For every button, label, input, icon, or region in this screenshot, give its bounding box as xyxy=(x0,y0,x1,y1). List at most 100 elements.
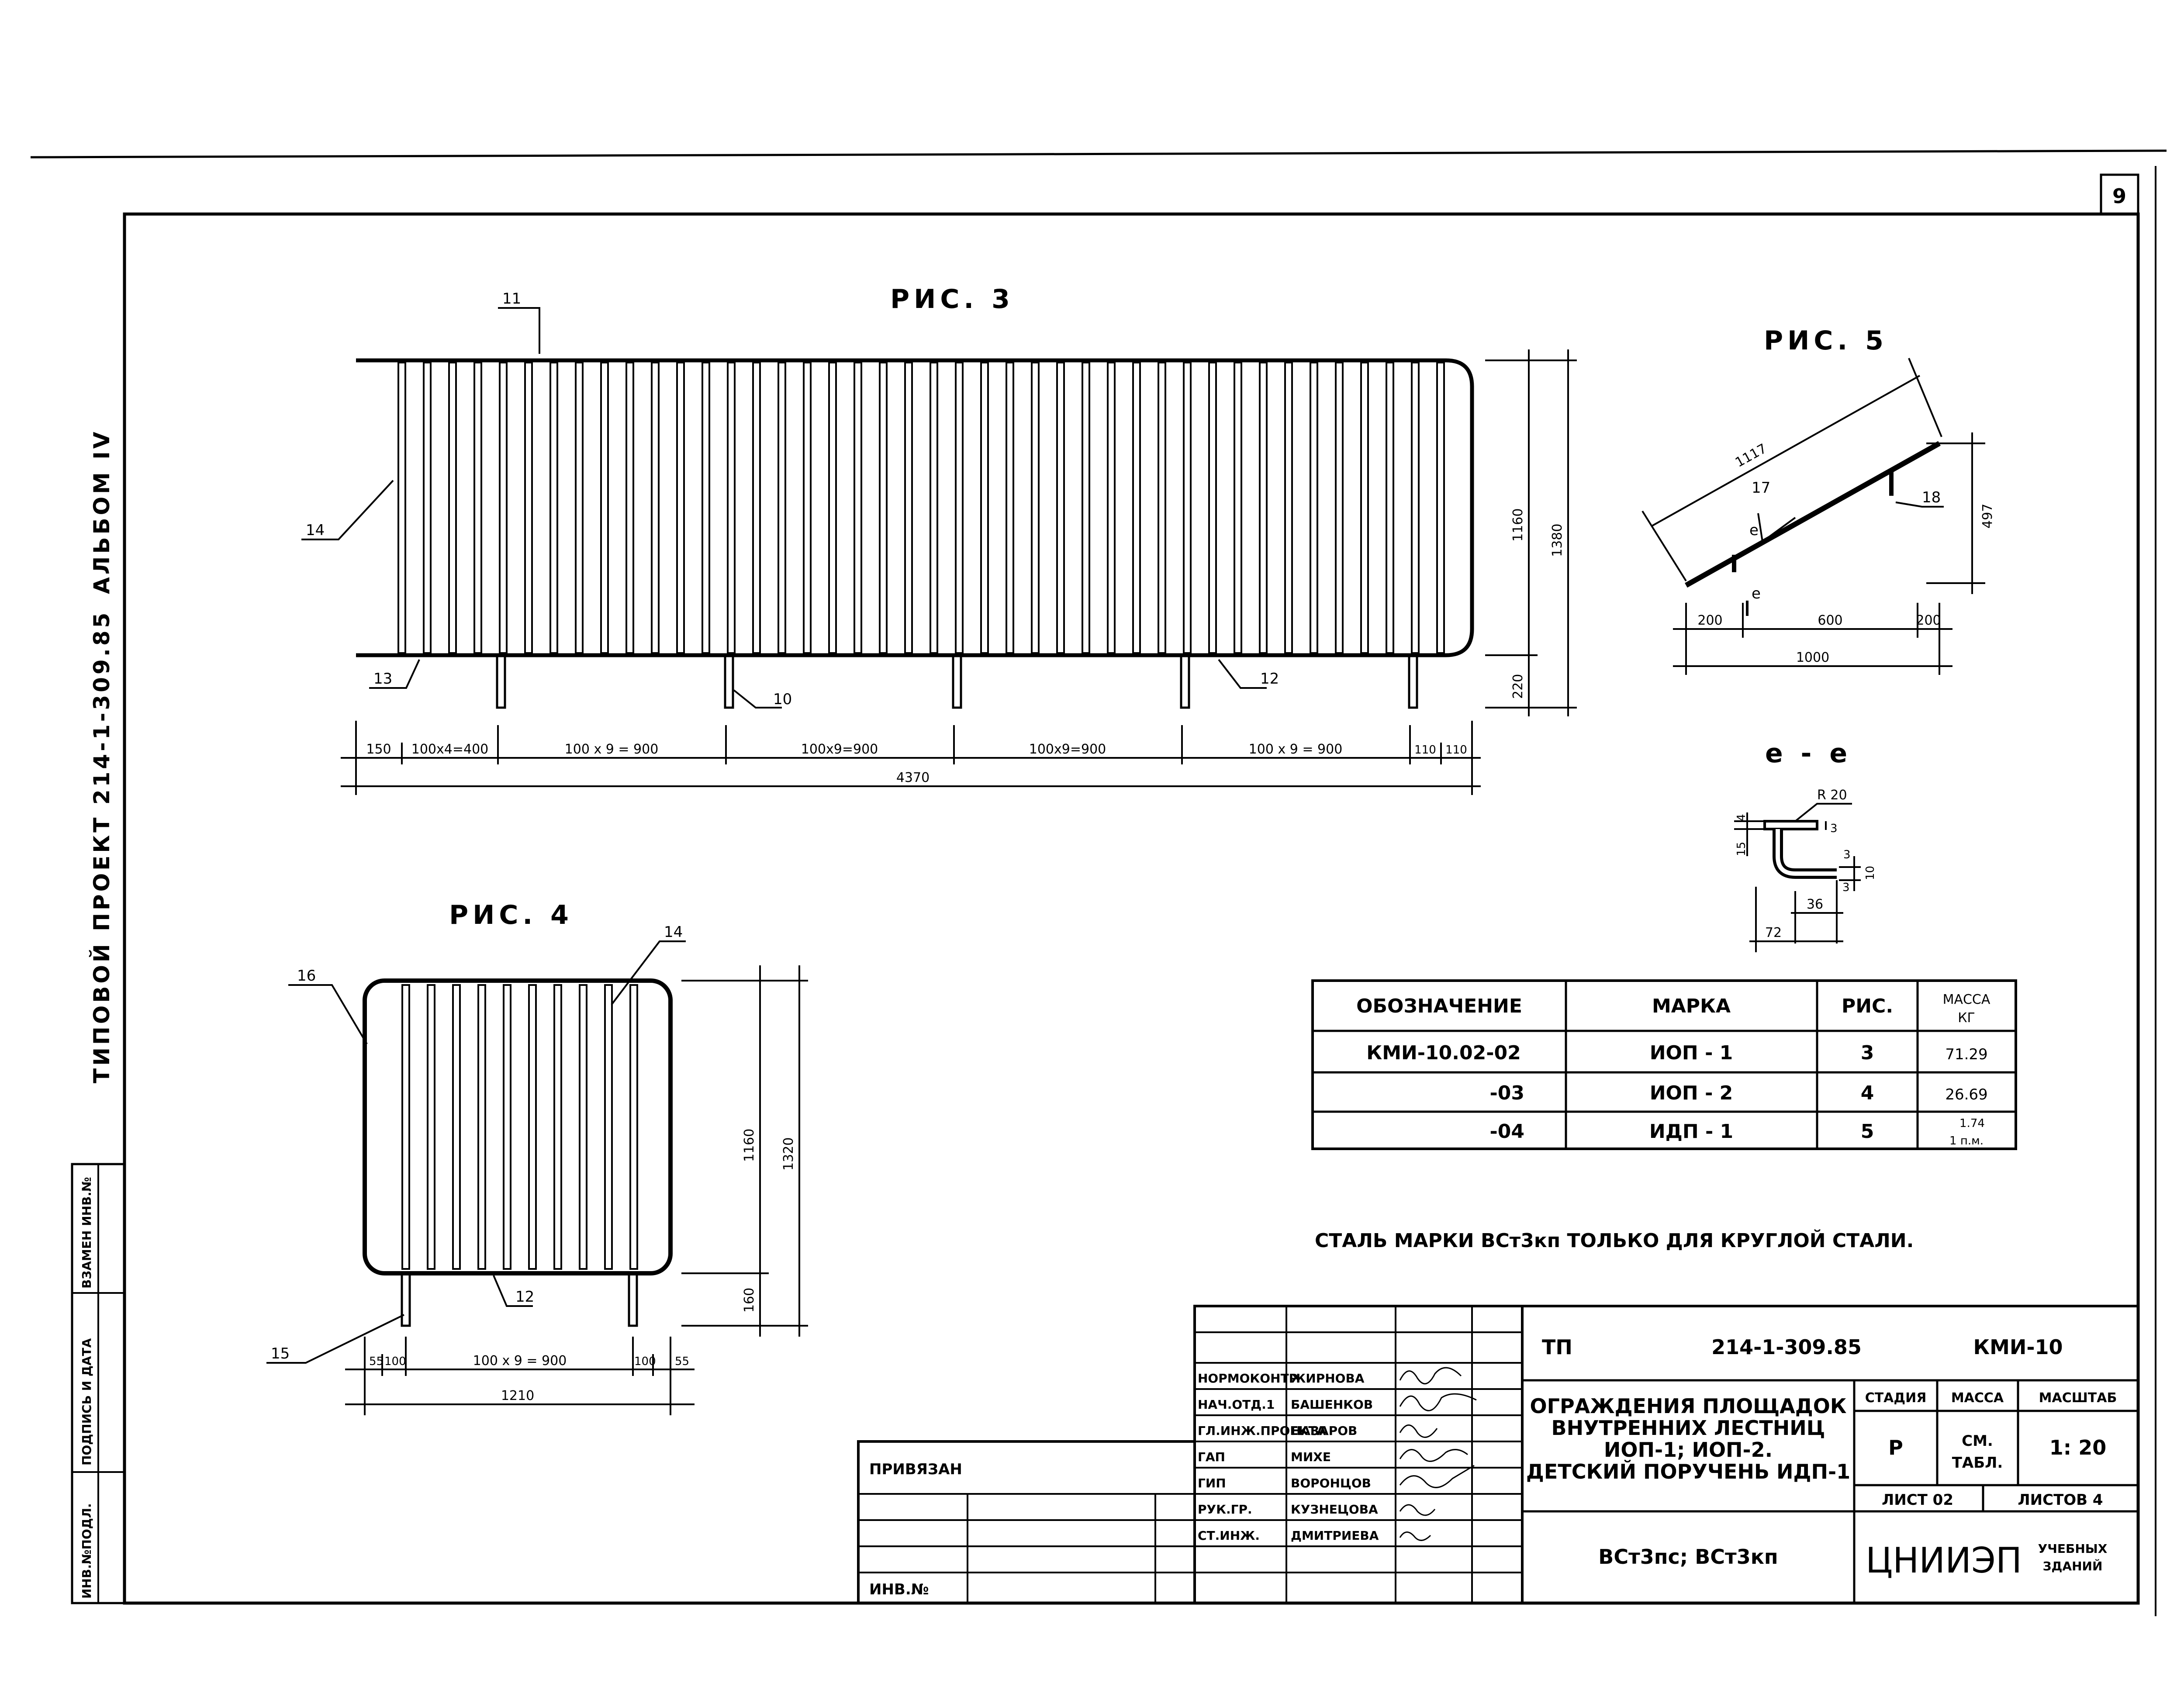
stamp-org-sub: УЧЕБНЫХ xyxy=(2038,1541,2108,1556)
stamp-header: МАССА xyxy=(1951,1390,2004,1406)
side-stamp: ТИПОВОЙ ПРОЕКТ 214-1-309.85 АЛЬБОМ IV ИН… xyxy=(71,429,126,1604)
stamp-material: ВСт3пс; ВСт3кп xyxy=(1598,1545,1778,1569)
baluster xyxy=(427,984,435,1270)
stamp-name: ЖИРНОВА xyxy=(1291,1371,1365,1386)
table-cell: ИОП - 2 xyxy=(1650,1082,1733,1104)
dim-label: 200 xyxy=(1916,613,1941,628)
dim-label: 1160 xyxy=(1510,508,1526,542)
stamp-tp: ТП xyxy=(1542,1335,1572,1359)
fig5-handrail xyxy=(1685,441,1941,588)
section-ee-title: е - е xyxy=(1765,738,1852,769)
stamp-name: КУЗНЕЦОВА xyxy=(1291,1502,1378,1517)
steel-note: СТАЛЬ МАРКИ ВСт3кп ТОЛЬКО ДЛЯ КРУГЛОЙ СТ… xyxy=(1315,1229,1914,1252)
callout-18: 18 xyxy=(1922,489,1941,506)
stamp-header: СТАДИЯ xyxy=(1865,1390,1927,1406)
callout-10: 10 xyxy=(773,691,792,708)
dim-label: 3 xyxy=(1830,822,1838,835)
stamp-name-line: ОГРАЖДЕНИЯ ПЛОЩАДОК xyxy=(1530,1394,1847,1418)
table-cell: 71.29 xyxy=(1945,1046,1987,1063)
stamp-role: ГАП xyxy=(1198,1450,1225,1464)
callout-15: 15 xyxy=(271,1345,290,1362)
stamp-mass: ТАБЛ. xyxy=(1952,1454,2003,1472)
side-box-label: ВЗАМЕН ИНВ.№ xyxy=(79,1177,94,1289)
stamp-name-line: ВНУТРЕННИХ ЛЕСТНИЦ xyxy=(1552,1416,1825,1440)
baluster xyxy=(448,362,457,654)
baluster xyxy=(1310,362,1318,654)
dim-label: 15 xyxy=(1735,842,1748,856)
dim-label: 100 xyxy=(634,1355,656,1368)
dim-label: 160 xyxy=(742,1288,757,1313)
baluster xyxy=(904,362,913,654)
fig3-rail-frame xyxy=(356,358,1474,657)
callout-12: 12 xyxy=(515,1288,534,1306)
table-cell: 4 xyxy=(1861,1082,1874,1104)
baluster xyxy=(528,984,537,1270)
dim-label: 72 xyxy=(1765,925,1782,940)
table-cell: 26.69 xyxy=(1945,1086,1987,1103)
baluster xyxy=(1411,362,1420,654)
spec-table: ОБОЗНАЧЕНИЕ МАРКА РИС. МАССА КГ КМИ-10.0… xyxy=(1311,979,2017,1150)
stamp-number: 214-1-309.85 xyxy=(1711,1335,1862,1359)
baluster xyxy=(651,362,660,654)
table-cell: 1.74 xyxy=(1959,1117,1985,1130)
dim-label: 600 xyxy=(1818,613,1842,628)
table-cell: ИОП - 1 xyxy=(1650,1042,1733,1064)
baluster xyxy=(752,362,761,654)
stamp-stage: Р xyxy=(1888,1436,1903,1459)
fig3-posts xyxy=(496,654,1418,709)
title-block: ПРИВЯЗАН ИНВ.№ НОРМОКОНТР НАЧ.ОТД.1 ГЛ.И… xyxy=(857,1305,2139,1604)
stamp-org-sub: ЗДАНИЙ xyxy=(2043,1559,2103,1573)
dim-label: 100x9=900 xyxy=(801,742,878,757)
privyazan-label: ПРИВЯЗАН xyxy=(869,1461,962,1478)
fig4-post xyxy=(628,1272,638,1327)
callout-14: 14 xyxy=(306,522,325,539)
baluster xyxy=(604,984,613,1270)
baluster xyxy=(1208,362,1217,654)
dim-label: 220 xyxy=(1510,674,1526,699)
stamp-name: НАЗАРОВ xyxy=(1291,1424,1357,1438)
dim-label: 150 xyxy=(366,742,391,757)
baluster xyxy=(499,362,508,654)
stamp-role: РУК.ГР. xyxy=(1198,1502,1252,1517)
fig5: РИС. 5 1117 17 е 18 497 е 200 600 20 xyxy=(1641,325,1995,675)
baluster xyxy=(549,362,558,654)
callout-11: 11 xyxy=(502,290,521,308)
dim-label: 55 xyxy=(675,1355,689,1368)
callout-16: 16 xyxy=(297,967,316,985)
baluster xyxy=(676,362,685,654)
dim-label: 110 xyxy=(1414,743,1436,757)
baluster xyxy=(629,984,638,1270)
table-cell: ИДП - 1 xyxy=(1649,1120,1733,1143)
baluster xyxy=(1335,362,1344,654)
baluster xyxy=(1284,362,1293,654)
fig4-post xyxy=(401,1272,411,1327)
baluster xyxy=(477,984,486,1270)
dim-label: 36 xyxy=(1807,897,1823,912)
table-cell: -04 xyxy=(1490,1120,1525,1143)
baluster xyxy=(1132,362,1141,654)
inv-label: ИНВ.№ xyxy=(869,1581,929,1598)
stamp-sheets: ЛИСТОВ 4 xyxy=(2018,1491,2103,1509)
dim-label: 3 xyxy=(1843,848,1851,861)
fig3-title: РИС. 3 xyxy=(890,284,1014,315)
baluster xyxy=(397,362,406,654)
stamp-role: СТ.ИНЖ. xyxy=(1198,1528,1260,1543)
stamp-name: ДМИТРИЕВА xyxy=(1291,1528,1379,1543)
baluster xyxy=(930,362,938,654)
dim-label: 10 xyxy=(1864,866,1877,880)
baluster xyxy=(473,362,482,654)
stamp-org: ЦНИИЭП xyxy=(1866,1540,2022,1581)
dim-label: 100 x 9 = 900 xyxy=(473,1353,567,1369)
table-header: МАССА xyxy=(1943,992,1990,1007)
baluster xyxy=(423,362,432,654)
baluster xyxy=(1386,362,1394,654)
dim-label: 497 xyxy=(1980,504,1995,529)
callout-13: 13 xyxy=(373,670,392,688)
baluster xyxy=(524,362,533,654)
baluster xyxy=(1158,362,1166,654)
dim-total: 4370 xyxy=(896,770,930,785)
baluster xyxy=(625,362,634,654)
stamp-role: НОРМОКОНТР xyxy=(1198,1371,1298,1386)
fig4-balusters xyxy=(401,984,638,1270)
